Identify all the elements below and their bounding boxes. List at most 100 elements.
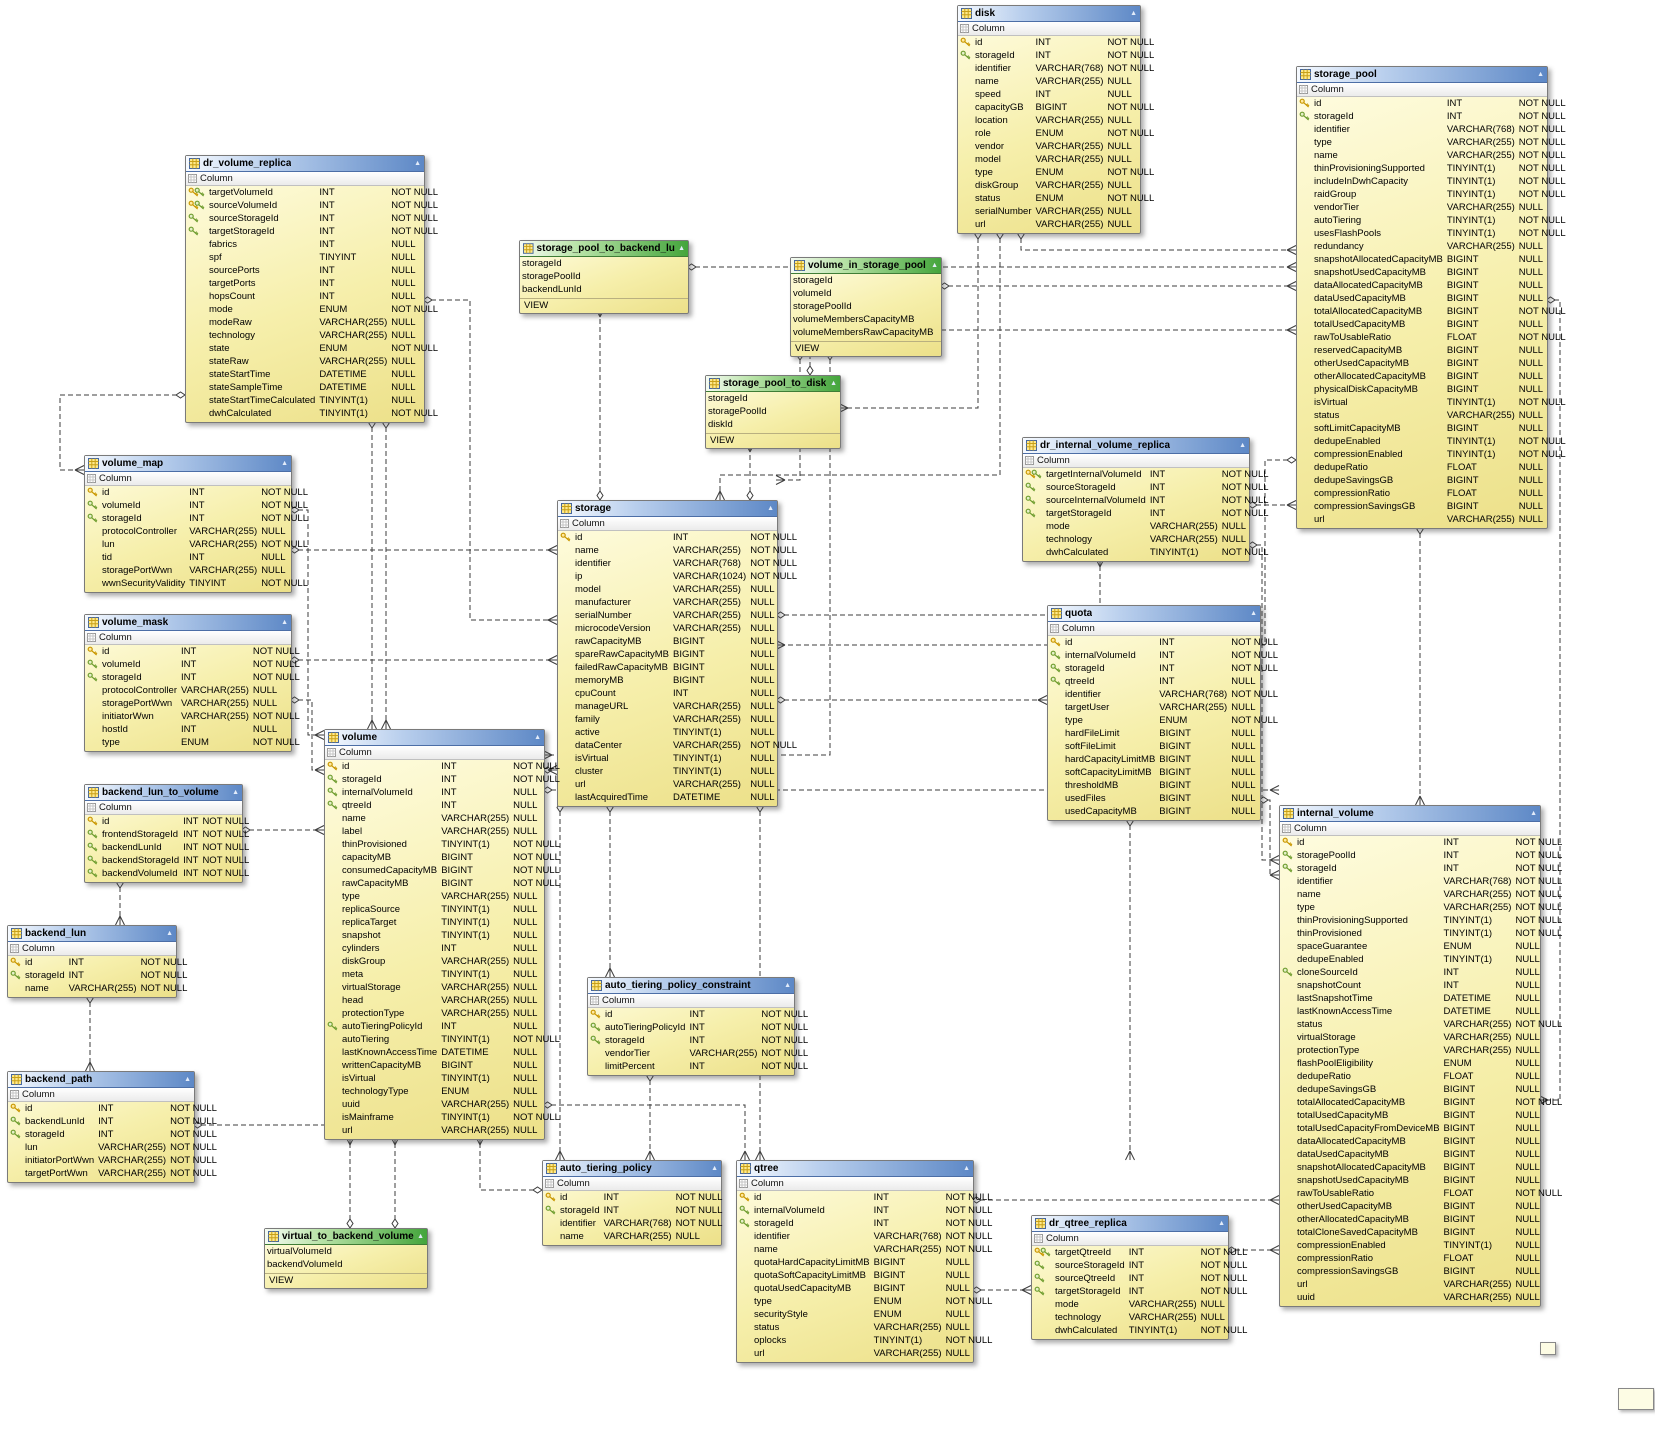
table-header[interactable]: backend_lun▲ [8, 926, 176, 942]
table-header[interactable]: storage▲ [558, 501, 777, 517]
column-row[interactable]: volumeMembersRawCapacityMB [791, 326, 941, 339]
table-header[interactable]: dr_internal_volume_replica▲ [1023, 438, 1249, 454]
table-virtual_to_backend_volume[interactable]: virtual_to_backend_volume▲virtualVolumeI… [264, 1228, 428, 1289]
column-row[interactable]: storageId [791, 274, 941, 287]
collapse-icon[interactable]: ▲ [830, 380, 837, 387]
column-row[interactable]: volumeMembersCapacityMB [791, 313, 941, 326]
collapse-icon[interactable]: ▲ [1250, 610, 1257, 617]
column-row[interactable]: virtualVolumeId [265, 1245, 427, 1258]
collapse-icon[interactable]: ▲ [166, 930, 173, 937]
table-header[interactable]: volume▲ [325, 730, 544, 746]
column-row[interactable]: storagePoolId [706, 405, 840, 418]
table-header[interactable]: dr_volume_replica▲ [186, 156, 424, 172]
column-row[interactable]: storageId [520, 257, 688, 270]
collapse-icon[interactable]: ▲ [281, 619, 288, 626]
collapse-icon[interactable]: ▲ [232, 789, 239, 796]
collapse-icon[interactable]: ▲ [711, 1165, 718, 1172]
collapse-icon[interactable]: ▲ [1239, 442, 1246, 449]
table-header[interactable]: backend_lun_to_volume▲ [85, 785, 242, 801]
collapse-icon[interactable]: ▲ [1218, 1220, 1225, 1227]
